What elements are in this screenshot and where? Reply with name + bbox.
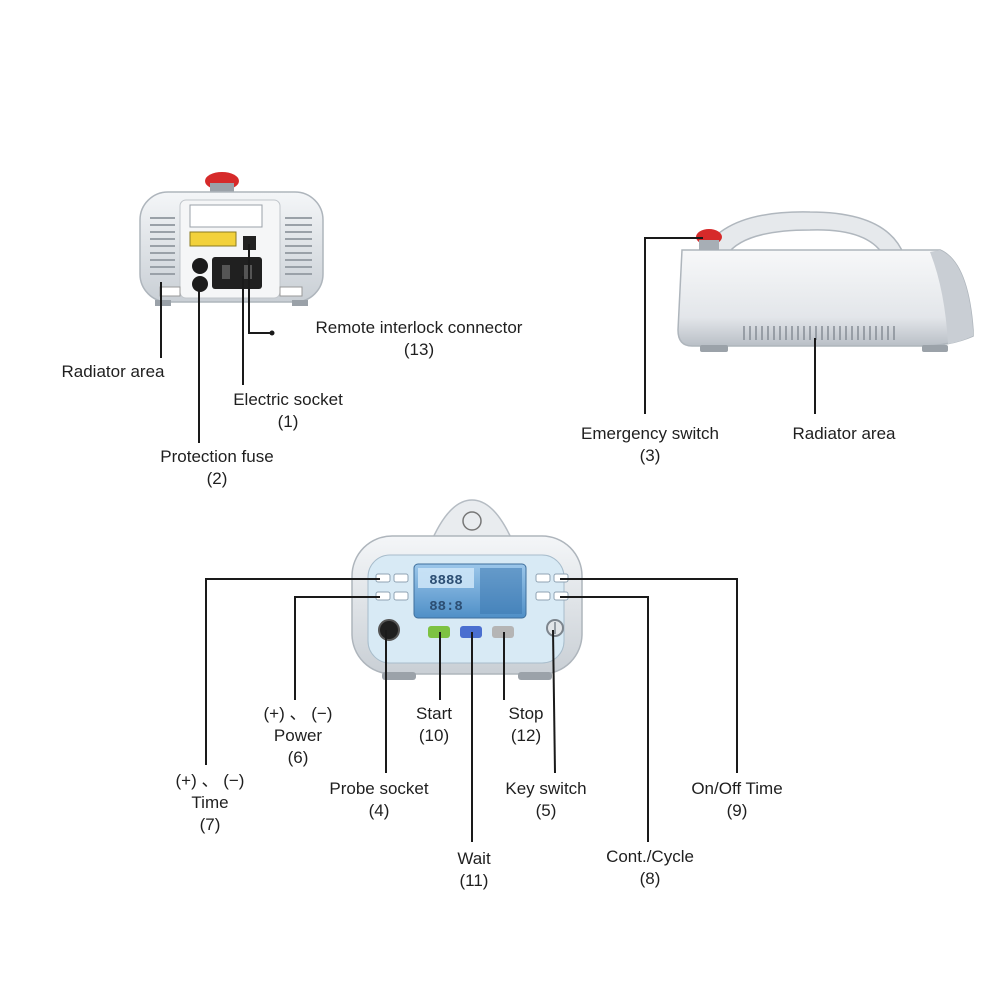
label-onoff-time: On/Off Time (9) — [691, 779, 783, 820]
electric-socket-port — [212, 257, 262, 289]
probe-socket-port — [378, 619, 400, 641]
device-side-view — [677, 211, 974, 352]
power-minus-button — [393, 591, 409, 601]
label-electric-socket: Electric socket (1) — [233, 390, 343, 431]
device-front-view: 8888 88:8 — [351, 499, 583, 680]
onoff-time-button-a — [535, 573, 551, 583]
leader-emergency-switch — [644, 237, 703, 414]
leader-onoff-time — [560, 578, 738, 773]
leader-key-switch — [552, 629, 556, 774]
front-handle — [430, 499, 514, 541]
label-remote-interlock: Remote interlock connector (13) — [315, 318, 523, 359]
label-key-switch: Key switch (5) — [505, 779, 587, 820]
side-view-leaders — [644, 237, 816, 414]
leader-remote-interlock — [248, 244, 272, 334]
side-vents — [743, 326, 895, 340]
back-view-leaders — [160, 244, 272, 443]
left-control-buttons — [375, 573, 409, 601]
emergency-knob-base — [210, 183, 234, 193]
leader-dot-interlock — [269, 330, 275, 336]
fuse-holder-top — [192, 258, 208, 274]
lcd-top-digits: 8888 — [429, 573, 463, 589]
label-wait: Wait (11) — [457, 849, 491, 890]
back-vents-left — [150, 217, 175, 275]
label-start: Start (10) — [416, 704, 452, 745]
label-radiator-area-side: Radiator area — [792, 424, 896, 443]
label-time: (+) 、 (−) Time (7) — [175, 771, 245, 834]
cont-cycle-button-a — [535, 591, 551, 601]
label-protection-fuse: Protection fuse (2) — [160, 447, 274, 488]
label-cont-cycle: Cont./Cycle (8) — [606, 847, 694, 888]
device-back-view — [139, 172, 324, 306]
leader-cont-cycle — [560, 596, 649, 842]
leader-power — [294, 596, 380, 700]
lcd-bottom-digits: 88:8 — [429, 599, 463, 615]
label-probe-socket: Probe socket (4) — [329, 779, 429, 820]
time-minus-button — [393, 573, 409, 583]
side-housing — [677, 249, 974, 347]
label-emergency-switch: Emergency switch (3) — [581, 424, 719, 465]
leader-time — [205, 578, 380, 765]
warning-sticker — [189, 231, 237, 247]
label-stop: Stop (12) — [508, 704, 544, 745]
label-power: (+) 、 (−) Power (6) — [263, 704, 333, 767]
label-radiator-area-back: Radiator area — [61, 362, 165, 381]
front-view-leaders — [205, 578, 738, 842]
back-vents-right — [285, 217, 312, 275]
spec-sticker — [189, 204, 263, 228]
fuse-holder-bottom — [192, 276, 208, 292]
interlock-connector-port — [243, 236, 256, 250]
